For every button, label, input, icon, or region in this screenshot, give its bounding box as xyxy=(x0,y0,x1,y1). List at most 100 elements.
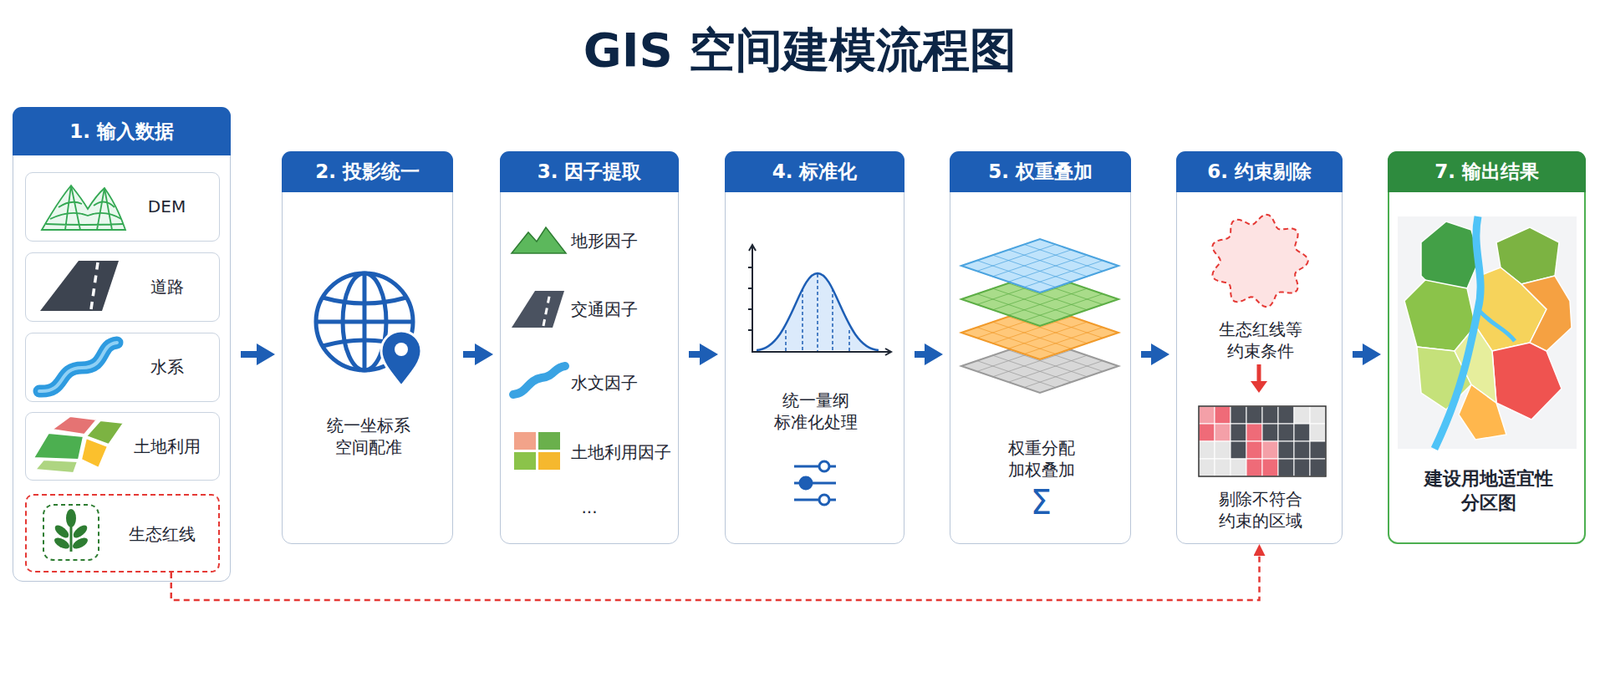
output-column: 7. 输出结果建设用地适宜性 分区图 xyxy=(1387,151,1586,545)
grid-cell xyxy=(1230,458,1247,477)
grid-line xyxy=(1008,249,1087,277)
suitability-map xyxy=(1477,309,1515,342)
bell-curve-chart xyxy=(748,244,892,356)
grid-line xyxy=(1008,321,1087,349)
node-text: 地形因子 xyxy=(570,229,638,252)
river-icon xyxy=(39,342,118,392)
globe-icon xyxy=(342,273,387,371)
suitability-map xyxy=(1496,227,1560,285)
diagram-title: GIS 空间建模流程图 xyxy=(0,19,1600,83)
grid-cell xyxy=(1214,458,1231,477)
grid-cell xyxy=(1230,406,1247,424)
grid-cell xyxy=(1262,406,1279,424)
bell-curve-chart xyxy=(752,244,892,352)
process-column: 6. 约束剔除生态红线等 约束条件剔除不符合 约束的区域 xyxy=(1176,151,1343,545)
down-arrow xyxy=(1257,364,1262,383)
bell-curve-chart xyxy=(785,274,850,352)
slider-icon xyxy=(794,482,836,485)
land-factor-icon xyxy=(537,431,561,451)
suitability-map xyxy=(1434,216,1481,449)
map-layer xyxy=(961,272,1119,327)
slider-icon xyxy=(794,499,836,502)
bell-curve-chart xyxy=(801,288,804,352)
grid-line xyxy=(1024,277,1103,305)
suitability-map xyxy=(1421,221,1480,293)
hydro-factor-icon xyxy=(513,366,566,395)
grid-line xyxy=(1024,294,1103,322)
node-text: 生态红线等 约束条件 xyxy=(1214,318,1307,362)
process-column: 4. 标准化统一量纲 标准化处理 xyxy=(724,151,905,545)
land-factor-icon xyxy=(513,431,561,471)
land-factor-icon xyxy=(513,431,537,451)
eco-icon xyxy=(43,504,99,561)
node-text: 权重分配 加权叠加 xyxy=(995,437,1088,481)
grid-cell xyxy=(1278,458,1295,477)
grid-cell xyxy=(1198,441,1215,459)
grid-cell xyxy=(1309,441,1326,459)
column-header: 4. 标准化 xyxy=(724,151,905,193)
flow-arrow xyxy=(1141,351,1160,358)
road-icon xyxy=(91,262,98,310)
eco-icon xyxy=(52,535,72,552)
eco-icon xyxy=(71,535,90,552)
grid-line xyxy=(977,327,1056,355)
grid-cell xyxy=(1246,423,1263,442)
road-icon xyxy=(40,260,119,311)
node-text: 土地利用因子 xyxy=(570,441,672,464)
eco-icon xyxy=(71,523,90,541)
grid-line xyxy=(1024,244,1103,271)
grid-cell xyxy=(1214,423,1231,442)
grid-cell xyxy=(1214,441,1231,459)
bell-curve-chart xyxy=(749,244,892,356)
grid-line xyxy=(1008,355,1087,383)
globe-icon xyxy=(315,273,413,371)
column-header: 6. 约束剔除 xyxy=(1176,151,1343,193)
location-pin xyxy=(381,331,422,387)
bell-curve-chart xyxy=(816,274,819,352)
traffic-factor-icon xyxy=(511,290,565,328)
grid-line xyxy=(977,260,1056,288)
dem-icon xyxy=(50,213,122,220)
grid-line xyxy=(977,294,1056,322)
bell-curve-chart xyxy=(756,273,879,351)
globe-icon xyxy=(362,273,367,371)
grid-cell xyxy=(1294,458,1310,477)
removal-grid xyxy=(1198,406,1326,477)
process-column: 5. 权重叠加权重分配 加权叠加Σ xyxy=(949,151,1132,545)
node-text: 水文因子 xyxy=(570,371,638,394)
suitability-map xyxy=(1397,216,1577,449)
grid-line xyxy=(977,361,1056,388)
grid-line xyxy=(1024,344,1103,372)
grid-cell xyxy=(1246,441,1263,459)
land-factor-icon xyxy=(537,451,561,471)
traffic-factor-icon xyxy=(511,290,565,328)
column-header: 2. 投影统一 xyxy=(281,151,454,193)
data-item: DEM xyxy=(25,172,220,242)
suitability-map xyxy=(1521,275,1572,352)
column-header: 7. 输出结果 xyxy=(1387,151,1586,193)
node-text: 剔除不符合 约束的区域 xyxy=(1214,488,1307,532)
bell-curve-chart xyxy=(748,244,892,356)
down-arrow xyxy=(1250,381,1268,393)
data-item: 道路 xyxy=(25,252,220,322)
terrain-factor-icon xyxy=(511,227,566,254)
bell-curve-chart xyxy=(848,330,851,352)
suitability-map xyxy=(1397,216,1577,449)
grid-line xyxy=(1008,283,1087,311)
road-icon xyxy=(40,260,119,311)
node-text: DEM xyxy=(119,195,215,218)
land-use-icon xyxy=(33,433,84,460)
grid-cell xyxy=(1214,406,1231,424)
location-pin xyxy=(394,342,408,357)
grid-cell xyxy=(1294,423,1310,442)
node-text: 土地利用 xyxy=(119,435,215,458)
flow-arrow xyxy=(914,351,933,358)
traffic-factor-icon xyxy=(543,292,551,327)
grid-cell xyxy=(1294,406,1310,424)
grid-cell xyxy=(1309,423,1326,442)
globe-icon xyxy=(315,320,413,325)
slider-icon xyxy=(800,477,812,490)
grid-frame xyxy=(1198,406,1326,477)
land-use-icon xyxy=(81,438,108,469)
grid-cell xyxy=(1262,441,1279,459)
